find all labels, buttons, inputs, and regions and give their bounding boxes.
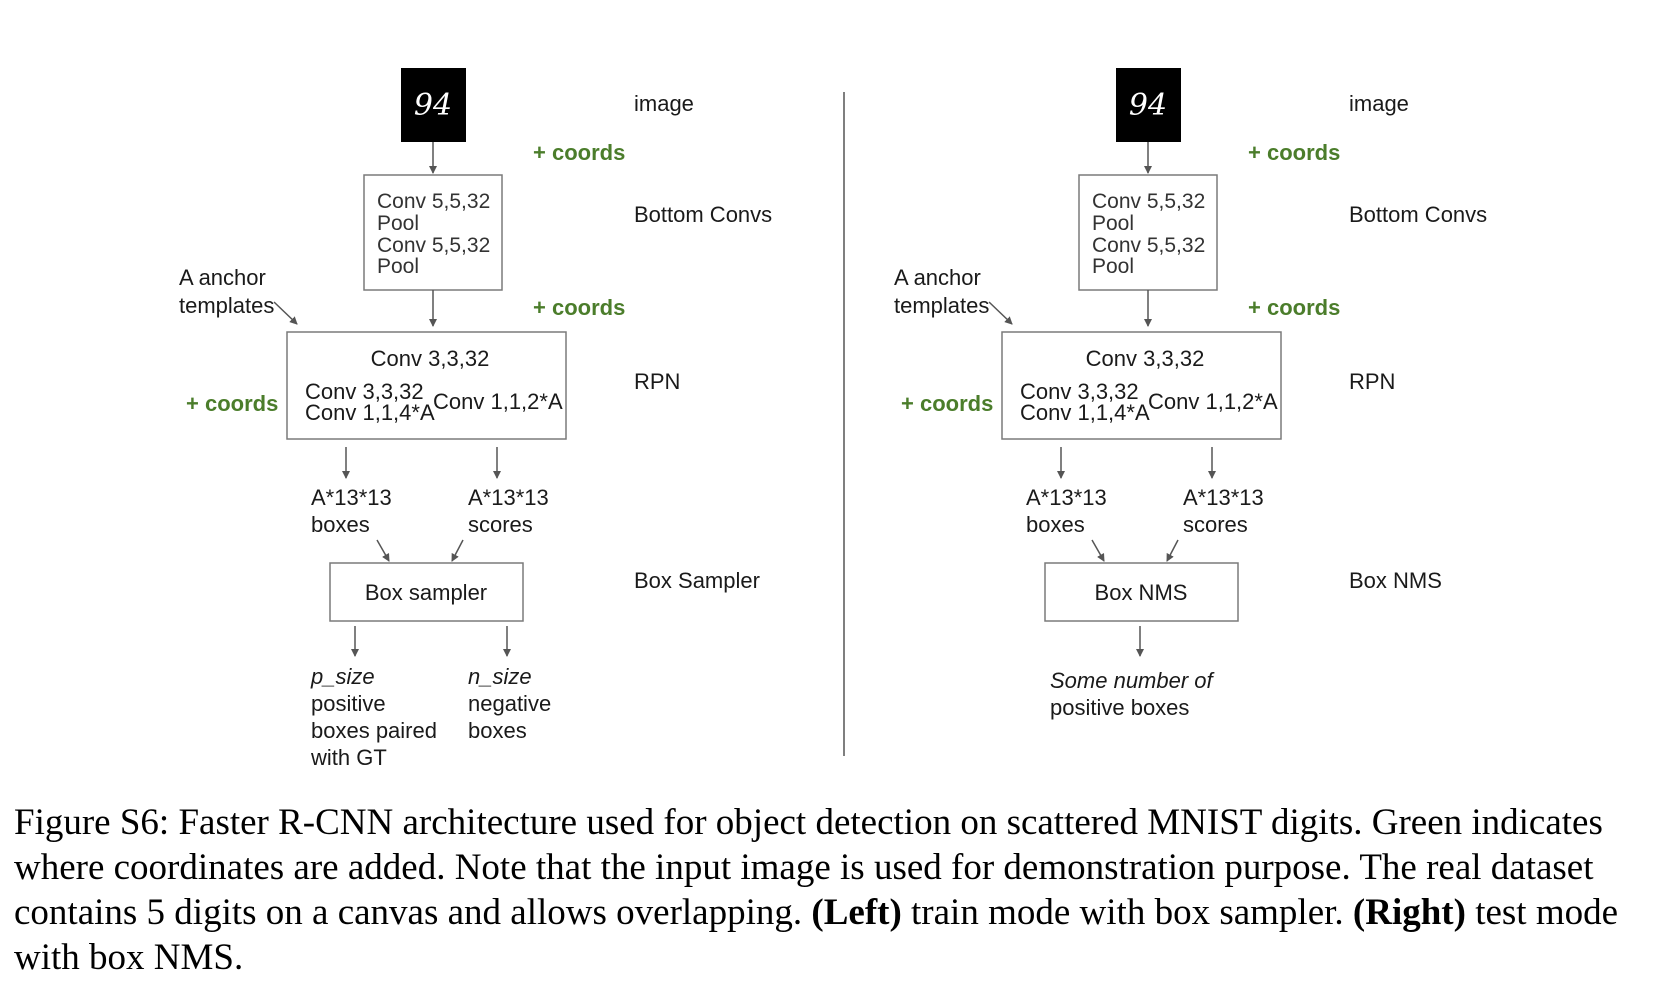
- caption-right-tag: (Right): [1352, 892, 1466, 933]
- right-rpn-left-2: Conv 1,1,4*A: [1020, 400, 1150, 425]
- right-coords-2: + coords: [1248, 295, 1340, 320]
- left-image-digits: 94: [414, 88, 452, 123]
- right-rpn-box: [1001, 331, 1282, 440]
- right-bottom-convs-line-3: Conv 5,5,32: [1092, 234, 1205, 257]
- left-coords-2: + coords: [533, 295, 625, 320]
- right-arrow-anchor: [988, 301, 1013, 325]
- left-rpn-top: Conv 3,3,32: [371, 346, 490, 371]
- right-bottom-convs-label: Bottom Convs: [1349, 202, 1487, 227]
- left-sampler-box: [329, 562, 524, 622]
- left-scores-2: scores: [468, 512, 533, 537]
- right-input-image: 94: [1116, 68, 1181, 142]
- left-bottom-convs-line-3: Conv 5,5,32: [377, 234, 490, 257]
- right-arrow-boxes-to-nms: [1091, 539, 1105, 562]
- left-panel: 94 image + coords Conv 5,5,32 Pool Conv …: [179, 68, 772, 770]
- left-anchor-line-2: templates: [179, 293, 274, 318]
- right-scores-1: A*13*13: [1183, 485, 1264, 510]
- right-rpn-right: Conv 1,1,2*A: [1148, 389, 1278, 414]
- left-input-image: 94: [401, 68, 466, 142]
- right-scores-2: scores: [1183, 512, 1248, 537]
- right-coords-3: + coords: [901, 391, 993, 416]
- right-image-digits: 94: [1129, 88, 1167, 123]
- right-rpn-left-1: Conv 3,3,32: [1020, 379, 1139, 404]
- right-out-2: positive boxes: [1050, 695, 1189, 720]
- caption-suffix: test mode with box NMS.: [14, 892, 1619, 978]
- right-out-1: Some number of: [1050, 668, 1216, 693]
- architecture-diagram: 94 image + coords Conv 5,5,32 Pool Conv …: [179, 68, 1487, 770]
- right-arrow-scores-to-nms: [1166, 539, 1179, 562]
- left-out-left-2: positive: [311, 691, 386, 716]
- left-bottom-convs-line-4: Pool: [377, 255, 419, 278]
- left-out-left-1: p_size: [310, 664, 375, 689]
- right-bottom-convs-line-4: Pool: [1092, 255, 1134, 278]
- left-rpn-left-2: Conv 1,1,4*A: [305, 400, 435, 425]
- right-image-label: image: [1349, 91, 1409, 116]
- left-out-right-2: negative: [468, 691, 551, 716]
- left-bottom-convs-label: Bottom Convs: [634, 202, 772, 227]
- left-arrow-scores-to-sampler: [451, 539, 464, 562]
- left-out-right-3: boxes: [468, 718, 527, 743]
- right-coords-1: + coords: [1248, 140, 1340, 165]
- left-image-label: image: [634, 91, 694, 116]
- left-rpn-right: Conv 1,1,2*A: [433, 389, 563, 414]
- right-bottom-convs-line-1: Conv 5,5,32: [1092, 190, 1205, 213]
- right-anchor-line-1: A anchor: [894, 265, 981, 290]
- right-boxes-2: boxes: [1026, 512, 1085, 537]
- left-boxes-2: boxes: [311, 512, 370, 537]
- right-bottom-convs-box: [1078, 174, 1218, 291]
- right-anchor-line-2: templates: [894, 293, 989, 318]
- left-bottom-convs-line-2: Pool: [377, 212, 419, 235]
- right-bottom-convs-line-2: Pool: [1092, 212, 1134, 235]
- left-rpn-left-1: Conv 3,3,32: [305, 379, 424, 404]
- right-nms-box-text: Box NMS: [1095, 580, 1188, 605]
- left-coords-3: + coords: [186, 391, 278, 416]
- right-rpn-label: RPN: [1349, 369, 1395, 394]
- left-scores-1: A*13*13: [468, 485, 549, 510]
- caption-left-tag: (Left): [811, 892, 902, 933]
- left-arrow-boxes-to-sampler: [376, 539, 390, 562]
- left-arrow-anchor: [273, 301, 298, 325]
- left-coords-1: + coords: [533, 140, 625, 165]
- figure-caption: Figure S6: Faster R-CNN architecture use…: [14, 800, 1669, 980]
- left-boxes-1: A*13*13: [311, 485, 392, 510]
- left-out-left-4: with GT: [310, 745, 387, 770]
- right-rpn-top: Conv 3,3,32: [1086, 346, 1205, 371]
- left-anchor-line-1: A anchor: [179, 265, 266, 290]
- left-out-right-1: n_size: [468, 664, 532, 689]
- right-nms-label: Box NMS: [1349, 568, 1442, 593]
- left-bottom-convs-line-1: Conv 5,5,32: [377, 190, 490, 213]
- right-boxes-1: A*13*13: [1026, 485, 1107, 510]
- left-out-left-3: boxes paired: [311, 718, 437, 743]
- left-bottom-convs-box: [363, 174, 503, 291]
- left-sampler-box-text: Box sampler: [365, 580, 487, 605]
- left-sampler-label: Box Sampler: [634, 568, 760, 593]
- caption-prefix: Figure S6: Faster R-CNN architecture use…: [14, 802, 1603, 933]
- right-nms-box: [1044, 562, 1239, 622]
- left-rpn-box: [286, 331, 567, 440]
- left-rpn-label: RPN: [634, 369, 680, 394]
- right-panel: 94 image + coords Conv 5,5,32 Pool Conv …: [894, 68, 1487, 720]
- caption-middle: train mode with box sampler.: [901, 892, 1353, 933]
